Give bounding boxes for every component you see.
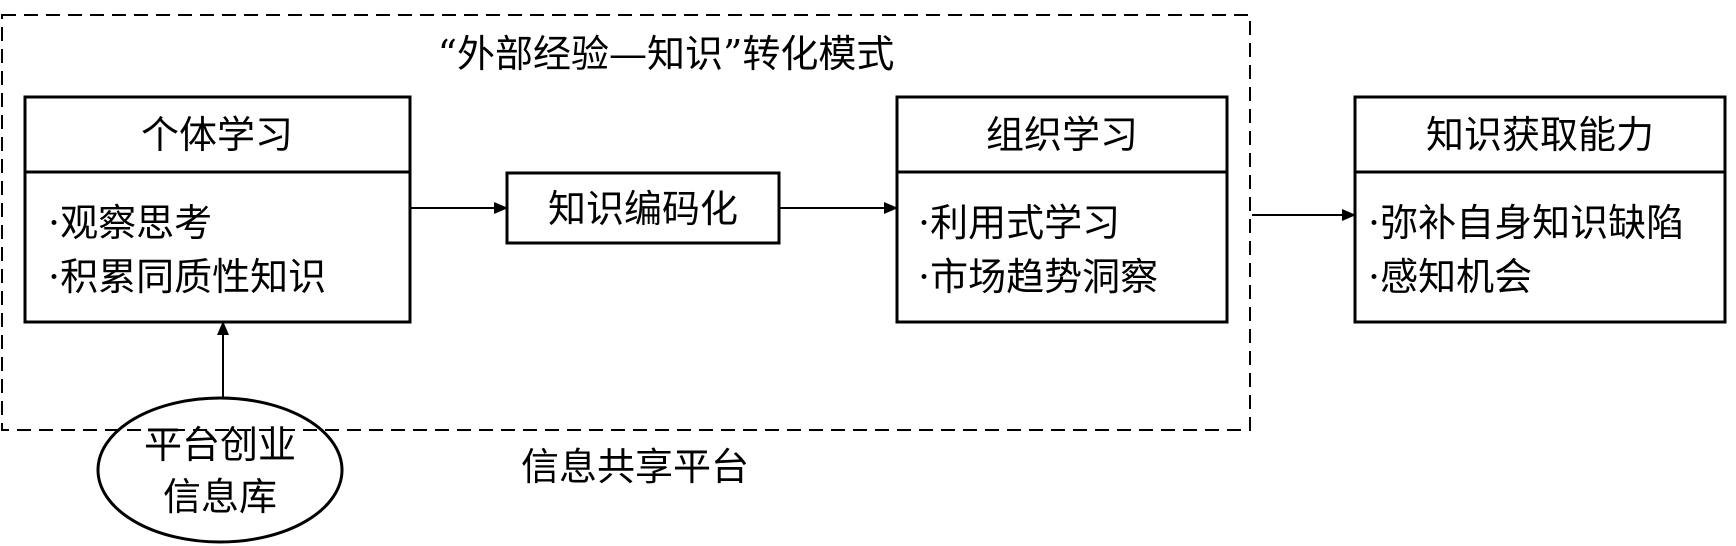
individual-learning-item: ·积累同质性知识 [48,255,326,299]
individual-learning-item: ·观察思考 [48,201,212,245]
knowledge-codification-box: 知识编码化 [505,171,781,245]
knowledge-acquisition-title: 知识获取能力 [1426,113,1654,157]
entrepreneurship-database: 平台创业 信息库 [96,396,344,544]
database-label-line: 平台创业 [144,423,296,467]
platform-label: 信息共享平台 [521,445,749,489]
organizational-learning-title: 组织学习 [986,113,1138,157]
knowledge-acquisition-item: ·弥补自身知识缺陷 [1368,201,1684,245]
knowledge-codification-label: 知识编码化 [548,187,738,231]
individual-learning-title: 个体学习 [141,113,293,157]
database-ellipse [96,396,344,544]
organizational-learning-box: 组织学习 ·利用式学习 ·市场趋势洞察 [895,95,1229,324]
mode-title: “外部经验—知识”转化模式 [438,32,895,76]
organizational-learning-item: ·利用式学习 [918,201,1120,245]
knowledge-acquisition-item: ·感知机会 [1368,255,1532,299]
database-label-line: 信息库 [163,475,277,519]
knowledge-acquisition-box: 知识获取能力 ·弥补自身知识缺陷 ·感知机会 [1353,95,1727,324]
platform-boundary [1,14,1251,431]
organizational-learning-item: ·市场趋势洞察 [918,255,1158,299]
individual-learning-box: 个体学习 ·观察思考 ·积累同质性知识 [23,95,412,324]
